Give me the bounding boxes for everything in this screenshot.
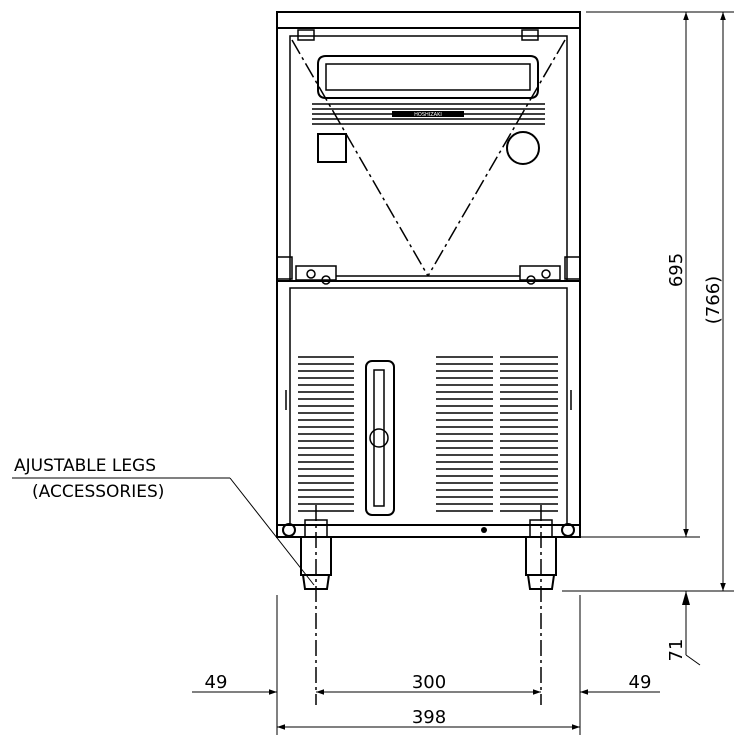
slot-inner bbox=[373, 369, 385, 507]
hinge-mid-right bbox=[564, 256, 581, 280]
corner-screw-right bbox=[561, 523, 575, 537]
upper-cabinet: HOSHIZAKI bbox=[276, 11, 581, 285]
vertical-dimensions: 695 (766) 71 bbox=[562, 11, 734, 666]
lower-cabinet bbox=[276, 280, 581, 538]
dim-text-49-left: 49 bbox=[205, 672, 228, 693]
corner-screw-left bbox=[282, 523, 296, 537]
legs-label-line1: AJUSTABLE LEGS bbox=[14, 456, 156, 476]
dim-71-leader bbox=[685, 654, 701, 666]
dim-text-398: 398 bbox=[412, 707, 446, 728]
indicator-lamp bbox=[506, 131, 540, 165]
dim-arrow-71 bbox=[682, 591, 690, 605]
door-swing-line-right bbox=[427, 39, 566, 277]
door-handle bbox=[317, 55, 539, 99]
leg-right-foot bbox=[526, 574, 556, 590]
screw-right-2 bbox=[541, 269, 551, 279]
louver-center bbox=[436, 356, 493, 512]
lower-cabinet-frame bbox=[276, 280, 581, 538]
screw-left-1 bbox=[306, 269, 316, 279]
latch-right bbox=[519, 265, 561, 281]
dim-text-71: 71 bbox=[666, 639, 687, 662]
dim-text-300: 300 bbox=[412, 672, 446, 693]
horizontal-dimensions: 49 300 49 398 bbox=[192, 595, 660, 735]
panel-slot bbox=[365, 360, 395, 516]
legs-callout: AJUSTABLE LEGS (ACCESSORIES) bbox=[12, 456, 315, 586]
hinge-mid-left bbox=[276, 256, 293, 280]
hinge-top-left bbox=[297, 29, 315, 41]
louver-left bbox=[298, 356, 354, 512]
hinge-top-right bbox=[521, 29, 539, 41]
legs-leader-line bbox=[229, 477, 315, 586]
slot-outer bbox=[365, 360, 395, 516]
drain-dot bbox=[481, 527, 487, 533]
dim-text-49-right: 49 bbox=[629, 672, 652, 693]
top-panel bbox=[276, 11, 581, 29]
upper-cabinet-frame bbox=[276, 27, 581, 282]
leg-left-foot bbox=[301, 574, 331, 590]
legs-label-line2: (ACCESSORIES) bbox=[32, 482, 164, 502]
brand-plate-text: HOSHIZAKI bbox=[414, 112, 442, 118]
dim-text-695: 695 bbox=[666, 253, 687, 287]
upper-cabinet-inner bbox=[289, 35, 568, 282]
brand-plate bbox=[392, 111, 464, 117]
slot-knob bbox=[369, 428, 389, 448]
door-swing-line-left bbox=[291, 39, 429, 277]
control-switch bbox=[317, 133, 347, 163]
dim-text-766: (766) bbox=[703, 276, 724, 324]
louver-right bbox=[500, 356, 558, 512]
door-handle-inner bbox=[325, 63, 531, 91]
